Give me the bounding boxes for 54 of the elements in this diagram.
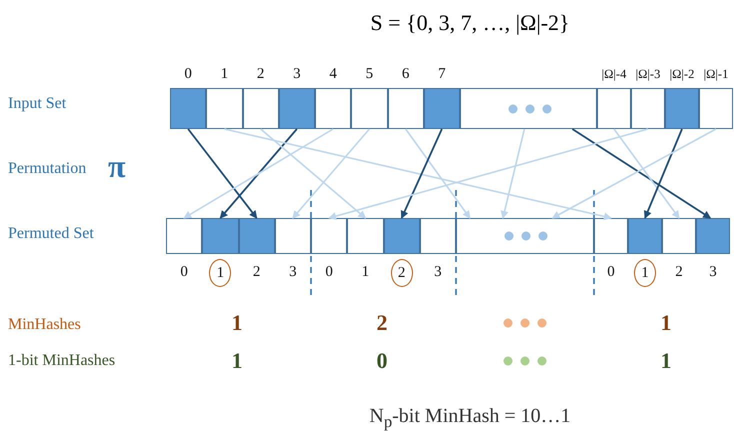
index-label: 4 bbox=[328, 65, 338, 83]
ellipsis-cell bbox=[456, 218, 594, 254]
value-label: 2 bbox=[376, 310, 388, 336]
row-label: Input Set bbox=[8, 95, 66, 113]
arrow bbox=[260, 128, 366, 219]
arrow bbox=[292, 128, 370, 219]
value-label: 1 bbox=[660, 310, 672, 336]
arrow bbox=[220, 128, 298, 219]
row-label: MinHashes bbox=[8, 316, 81, 334]
arrow bbox=[224, 128, 612, 220]
arrow bbox=[183, 128, 334, 219]
index-label: |Ω|-2 bbox=[668, 66, 696, 83]
arrow bbox=[187, 128, 258, 219]
row-label: 1-bit MinHashes bbox=[8, 352, 116, 370]
index-label: 2 bbox=[674, 263, 684, 281]
index-label: |Ω|-3 bbox=[634, 66, 662, 83]
index-label: 1 bbox=[360, 263, 370, 281]
caption: N$_{p}$-bit MinHash = 10…1 bbox=[369, 405, 571, 432]
index-label: 2 bbox=[252, 263, 262, 281]
value-label: 1 bbox=[232, 310, 242, 336]
circled-index: 1 bbox=[634, 259, 656, 287]
index-label: 3 bbox=[288, 263, 298, 281]
index-label: 0 bbox=[179, 263, 189, 281]
index-label: 7 bbox=[437, 65, 447, 83]
index-label: |Ω|-4 bbox=[600, 66, 628, 83]
index-label: 0 bbox=[324, 263, 334, 281]
arrow bbox=[552, 128, 716, 219]
index-label: |Ω|-1 bbox=[702, 66, 730, 83]
value-label: 0 bbox=[376, 348, 388, 374]
circled-index: 2 bbox=[390, 259, 413, 287]
index-label: 0 bbox=[606, 263, 616, 281]
arrow bbox=[644, 128, 683, 219]
arrow bbox=[500, 128, 526, 219]
ellipsis-cell bbox=[460, 88, 597, 129]
arrow bbox=[613, 128, 680, 219]
arrow bbox=[404, 128, 470, 219]
arrow bbox=[400, 128, 443, 219]
index-label: 3 bbox=[433, 263, 443, 281]
circled-index: 1 bbox=[209, 259, 232, 287]
index-label: 3 bbox=[708, 263, 718, 281]
index-label: 3 bbox=[292, 65, 302, 83]
row-label: Permuted Set bbox=[8, 225, 94, 243]
row-label: Permutation bbox=[8, 160, 86, 178]
arrow bbox=[572, 128, 712, 219]
index-label: 5 bbox=[364, 65, 374, 83]
title: S = {0, 3, 7, …, |Ω|-2} bbox=[370, 10, 570, 36]
value-label: 1 bbox=[232, 348, 242, 374]
index-label: 2 bbox=[256, 65, 266, 83]
arrow bbox=[328, 128, 648, 220]
symbol-label: π bbox=[108, 148, 126, 185]
index-label: 6 bbox=[400, 65, 410, 83]
index-label: 1 bbox=[220, 65, 230, 83]
value-label: 1 bbox=[660, 348, 672, 374]
index-label: 0 bbox=[183, 65, 193, 83]
